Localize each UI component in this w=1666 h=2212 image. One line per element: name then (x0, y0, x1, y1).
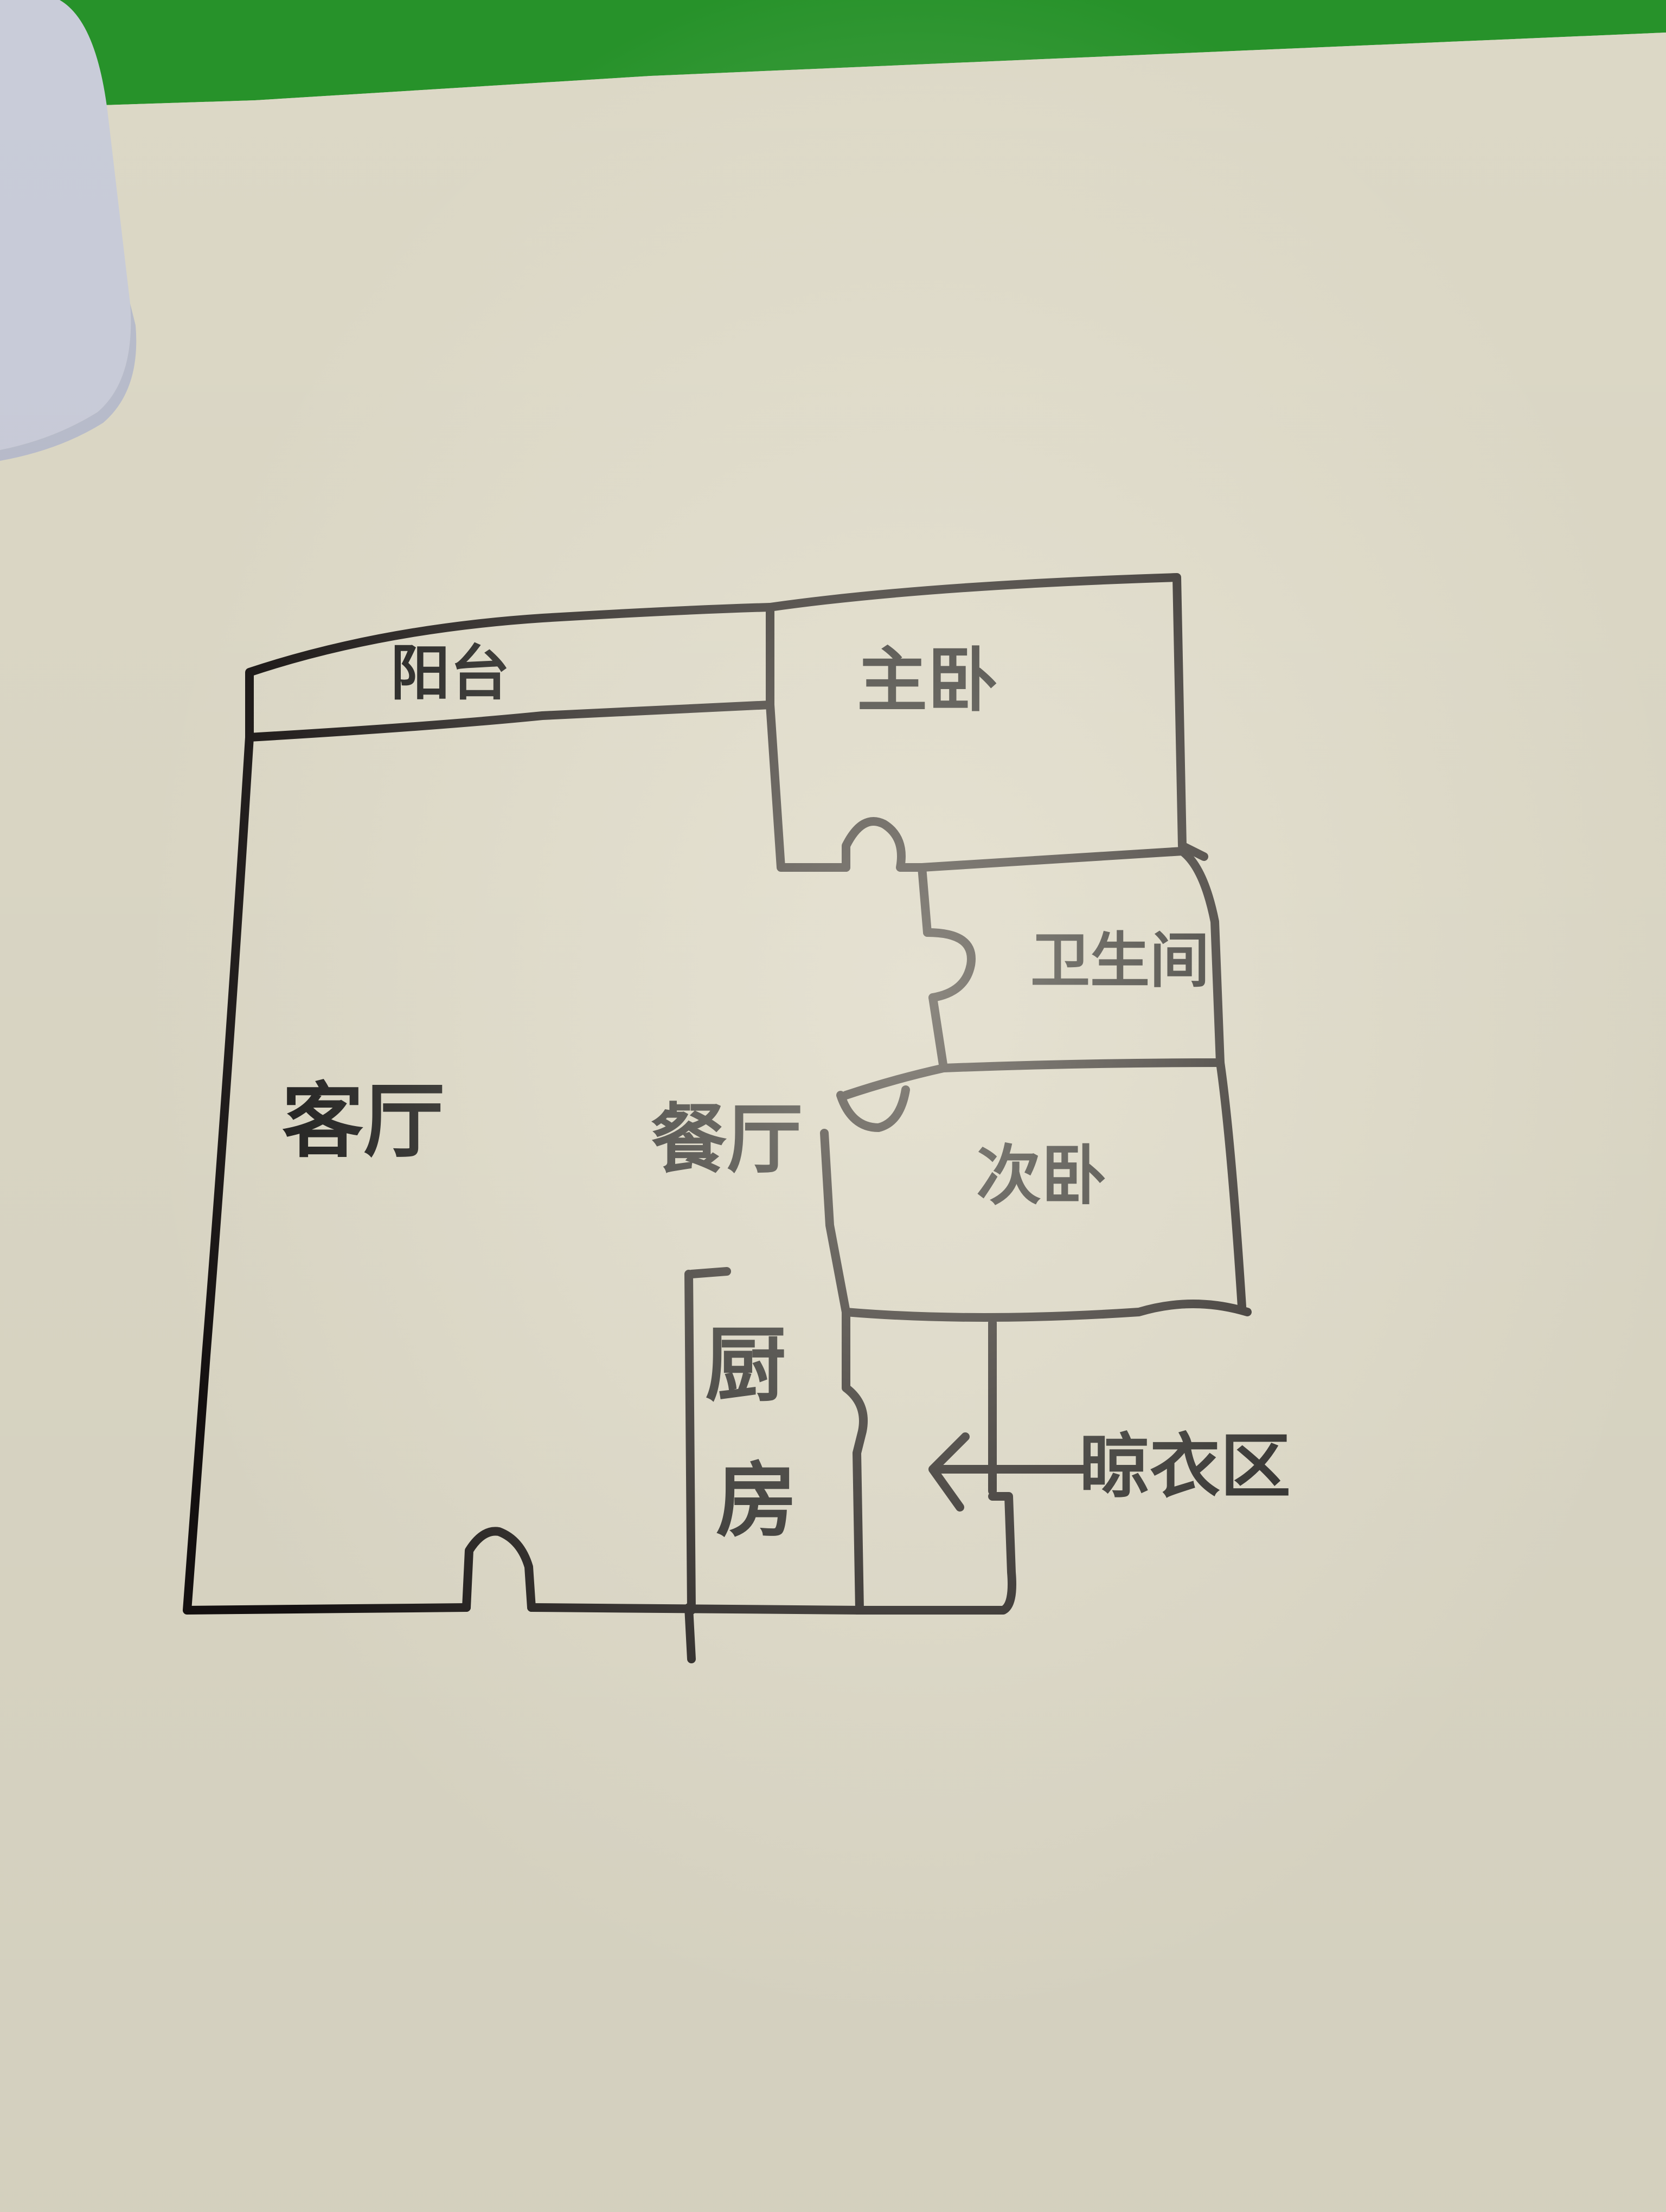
balcony-label: 阳台 (390, 639, 510, 708)
paper-sheet (0, 33, 1666, 2212)
kitchen-label-2: 房 (716, 1454, 797, 1548)
bathroom-label: 卫生间 (1030, 926, 1209, 995)
second-bedroom-label: 次卧 (976, 1139, 1106, 1214)
kitchen-label-1: 厨 (705, 1319, 786, 1413)
laundry-area-label: 晾衣区 (1079, 1425, 1291, 1508)
master-bedroom-label: 主卧 (857, 639, 998, 722)
living-room-label: 客厅 (282, 1075, 445, 1169)
dining-room-label: 餐厅 (651, 1096, 803, 1184)
